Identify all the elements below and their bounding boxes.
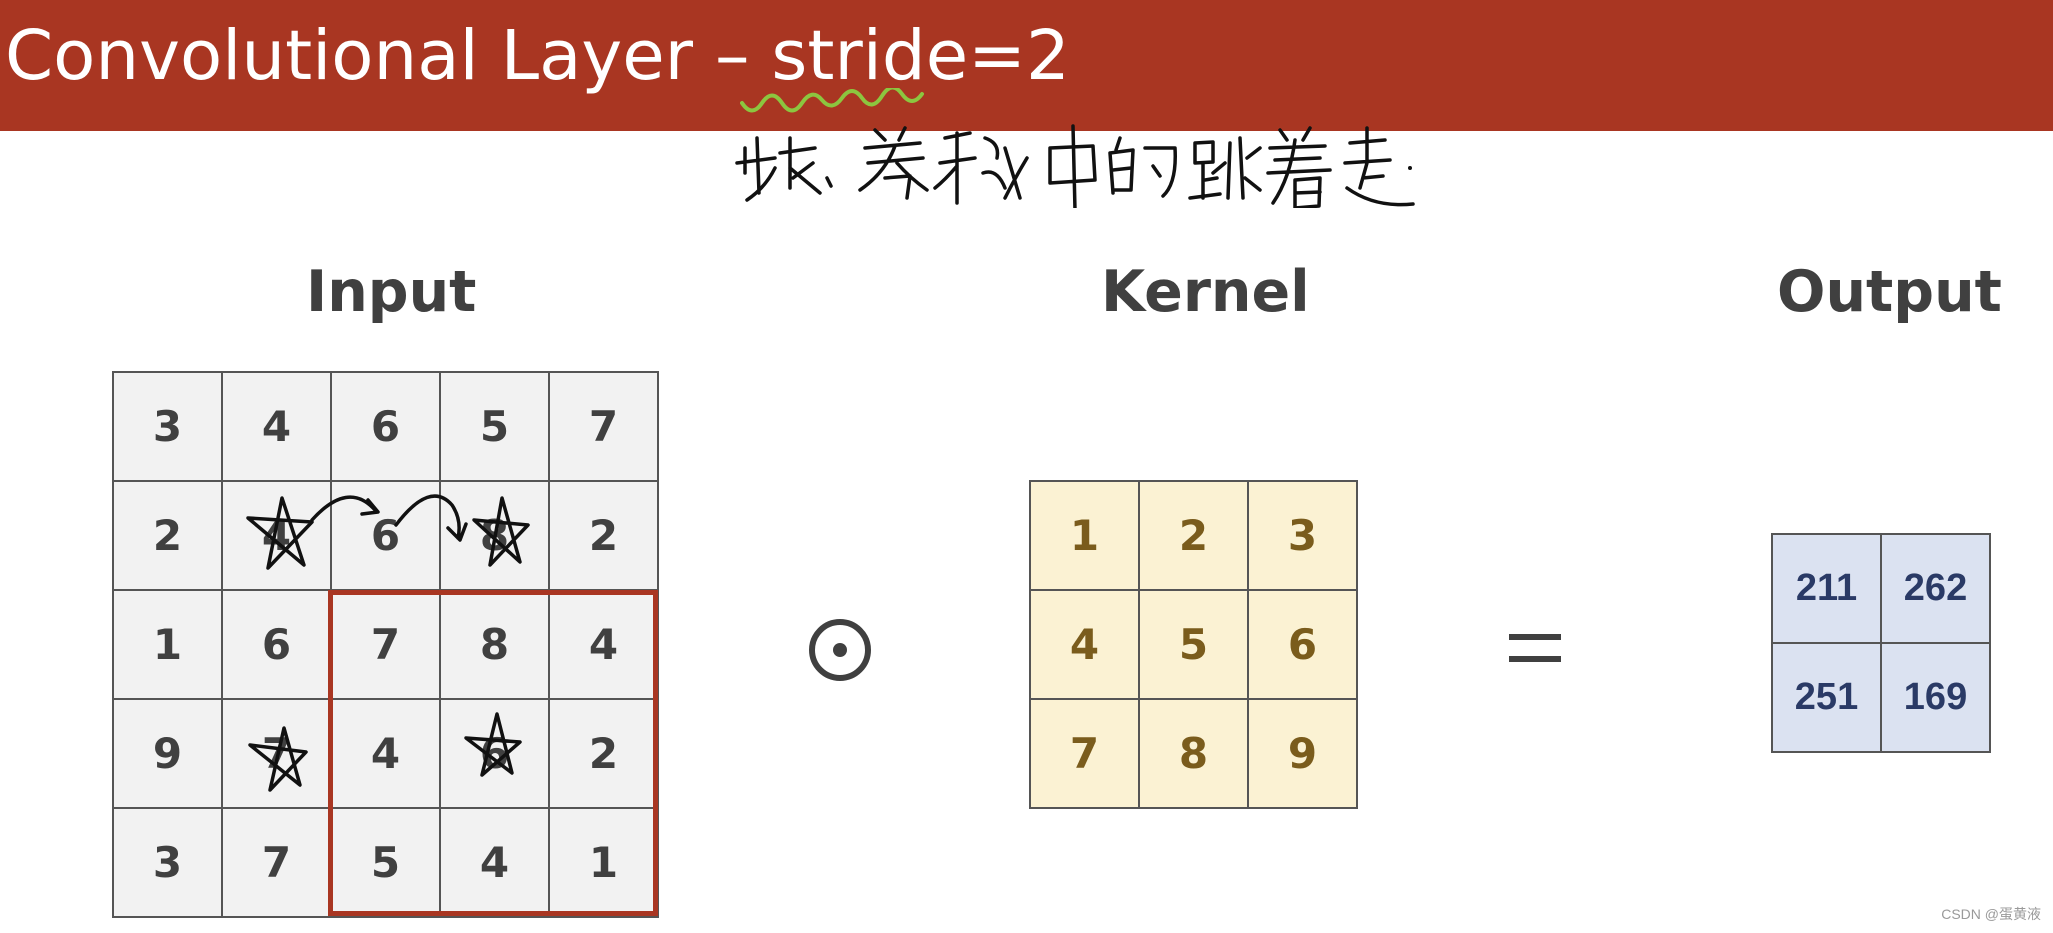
slide-title: Convolutional Layer – stride=2 [5,16,1070,96]
kernel-cell: 9 [1249,700,1358,809]
output-cell: 262 [1882,535,1991,644]
kernel-cell: 4 [1031,591,1140,700]
input-cell: 6 [223,591,332,700]
watermark: CSDN @蛋黄液 [1941,906,2041,922]
output-matrix: 211 262 251 169 [1771,533,1991,753]
input-matrix: 3 4 6 5 7 2 4 6 8 2 1 6 7 8 4 9 7 4 6 2 … [112,371,659,918]
title-bar: Convolutional Layer – stride=2 [0,0,2053,131]
kernel-cell: 8 [1140,700,1249,809]
receptive-field-highlight [328,590,658,916]
kernel-label: Kernel [1101,259,1310,325]
input-cell: 7 [550,373,659,482]
kernel-cell: 2 [1140,482,1249,591]
kernel-cell: 1 [1031,482,1140,591]
input-cell: 4 [441,809,550,918]
output-cell: 211 [1773,535,1882,644]
input-cell: 3 [114,809,223,918]
input-cell: 7 [223,700,332,809]
elementwise-product-operator [809,619,871,681]
kernel-cell: 3 [1249,482,1358,591]
output-label: Output [1777,259,2002,325]
kernel-cell: 6 [1249,591,1358,700]
input-cell: 5 [441,373,550,482]
kernel-cell: 7 [1031,700,1140,809]
input-cell: 6 [332,373,441,482]
input-cell: 3 [114,373,223,482]
input-cell: 5 [332,809,441,918]
input-cell: 7 [332,591,441,700]
input-cell: 2 [550,700,659,809]
input-cell: 9 [114,700,223,809]
handwritten-chinese-annotation [735,124,1415,208]
input-cell: 7 [223,809,332,918]
input-cell: 4 [332,700,441,809]
input-cell: 4 [550,591,659,700]
input-cell: 1 [114,591,223,700]
output-cell: 251 [1773,644,1882,753]
input-cell: 2 [550,482,659,591]
equals-operator [1509,634,1561,662]
input-label: Input [306,259,477,325]
input-cell: 1 [550,809,659,918]
output-cell: 169 [1882,644,1991,753]
input-cell: 8 [441,591,550,700]
input-cell: 2 [114,482,223,591]
input-cell: 4 [223,373,332,482]
green-squiggle-annotation [740,88,924,113]
kernel-cell: 5 [1140,591,1249,700]
kernel-matrix: 1 2 3 4 5 6 7 8 9 [1029,480,1358,809]
